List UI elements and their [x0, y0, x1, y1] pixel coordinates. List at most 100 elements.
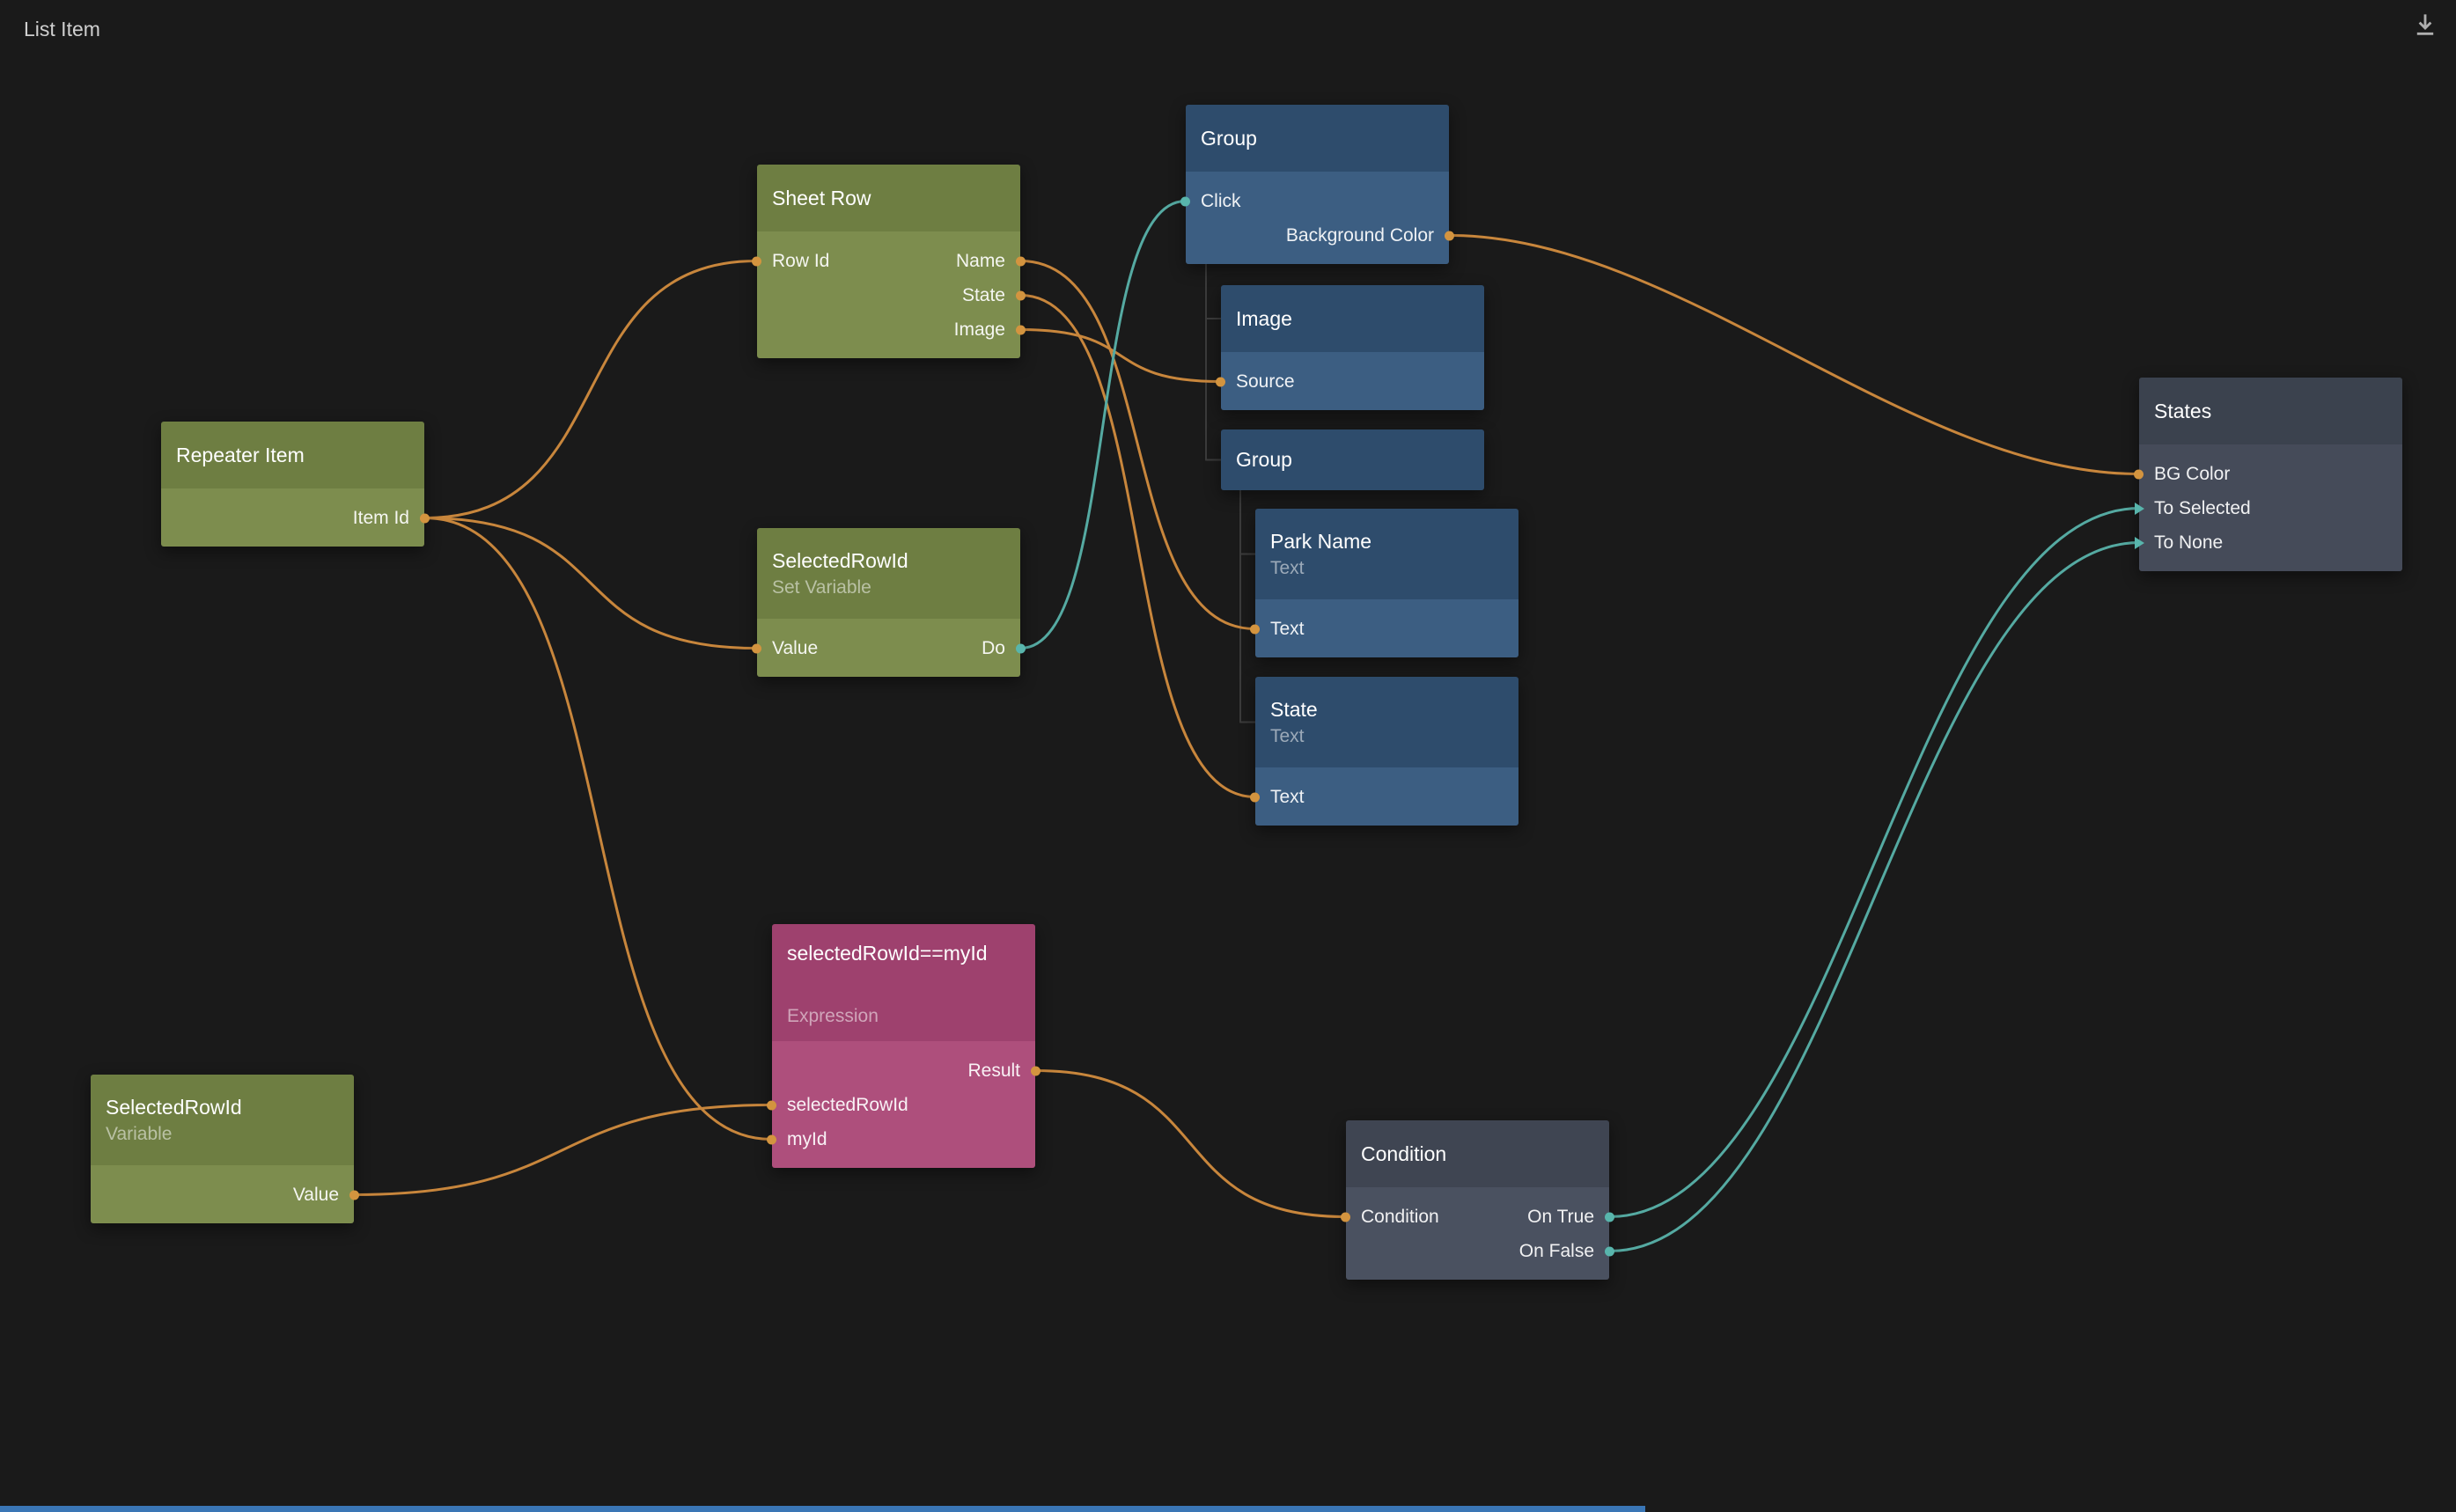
wire-data[interactable]: [423, 260, 758, 519]
port-label-on-false: On False: [1518, 1240, 1594, 1261]
port-dot-myid[interactable]: [767, 1134, 776, 1144]
wire-data[interactable]: [353, 1104, 773, 1196]
node-body: Condition On True On False: [1341, 1187, 1614, 1280]
port-dot-image[interactable]: [1016, 325, 1026, 334]
node-park-name[interactable]: Park Name Text Text: [1250, 509, 1518, 657]
port-label-click: Click: [1201, 190, 1241, 211]
port-dot-on-true[interactable]: [1605, 1212, 1614, 1222]
node-header: SelectedRowId Variable: [91, 1075, 354, 1165]
port-dot-state[interactable]: [1016, 290, 1026, 300]
port-row: Click: [1180, 184, 1449, 218]
node-header: Repeater Item: [161, 422, 424, 488]
port-row: myId: [767, 1122, 1035, 1156]
download-icon[interactable]: [2410, 9, 2440, 43]
port-label-image: Image: [953, 319, 1005, 340]
node-image[interactable]: Image Source: [1216, 285, 1484, 410]
node-condition[interactable]: Condition Condition On True On False: [1341, 1120, 1614, 1280]
port-dot-value[interactable]: [752, 643, 761, 653]
node-header: Condition: [1346, 1120, 1609, 1187]
node-variable[interactable]: SelectedRowId Variable Value: [91, 1075, 359, 1223]
node-group-nested[interactable]: Group: [1221, 429, 1484, 490]
port-label-to-none: To None: [2154, 532, 2224, 553]
port-dot-background-color[interactable]: [1445, 231, 1454, 240]
node-body: Value Do: [752, 619, 1026, 677]
node-sheet-row[interactable]: Sheet Row Row Id Name State Image: [752, 165, 1026, 358]
port-label-state: State: [961, 284, 1005, 305]
wire-data[interactable]: [1019, 260, 1256, 630]
port-dot-bg-color[interactable]: [2134, 469, 2143, 479]
port-label-selectedrowid: selectedRowId: [787, 1094, 908, 1115]
port-dot-selectedrowid[interactable]: [767, 1100, 776, 1110]
node-header: SelectedRowId Set Variable: [757, 528, 1020, 619]
port-dot-name[interactable]: [1016, 256, 1026, 266]
port-label-text: Text: [1270, 786, 1305, 807]
node-state[interactable]: State Text Text: [1250, 677, 1518, 826]
port-dot-click[interactable]: [1180, 196, 1190, 206]
port-dot-condition[interactable]: [1341, 1212, 1350, 1222]
port-arrow-to-selected[interactable]: [2135, 502, 2144, 515]
node-title: SelectedRowId: [106, 1095, 242, 1119]
node-title: Group: [1236, 448, 1292, 471]
wire-signal[interactable]: [1019, 200, 1187, 650]
node-group[interactable]: Group Click Background Color: [1180, 105, 1454, 264]
node-states[interactable]: States BG Color To Selected To None: [2134, 378, 2402, 571]
node-header: Group: [1221, 429, 1484, 490]
node-title: State: [1270, 697, 1318, 721]
node-header: States: [2139, 378, 2402, 444]
port-row: To Selected: [2135, 491, 2402, 525]
node-header: Park Name Text: [1255, 509, 1518, 599]
port-row: Background Color: [1186, 218, 1454, 253]
node-title: States: [2154, 399, 2212, 422]
port-label-condition: Condition: [1361, 1206, 1439, 1227]
node-title: Park Name: [1270, 529, 1372, 553]
node-title: SelectedRowId: [772, 548, 908, 572]
node-body: Click Background Color: [1180, 172, 1454, 264]
port-row: BG Color: [2134, 457, 2402, 491]
canvas-title: List Item: [24, 18, 100, 40]
node-title: Image: [1236, 306, 1292, 330]
port-arrow-to-none[interactable]: [2135, 536, 2144, 549]
node-subtitle: Expression: [787, 1006, 879, 1026]
node-expression[interactable]: selectedRowId==myId Expression Result se…: [767, 924, 1040, 1168]
wire-signal[interactable]: [1608, 507, 2141, 1218]
node-repeater-item[interactable]: Repeater Item Item Id: [161, 422, 430, 547]
port-dot-text[interactable]: [1250, 624, 1260, 634]
port-label-do: Do: [982, 637, 1005, 658]
wire-signal[interactable]: [1608, 541, 2141, 1252]
wire-data[interactable]: [423, 517, 758, 650]
port-label-source: Source: [1236, 371, 1295, 392]
port-dot-result[interactable]: [1031, 1066, 1040, 1075]
node-header: State Text: [1255, 677, 1518, 767]
port-row: Source: [1216, 364, 1484, 399]
port-dot-do[interactable]: [1016, 643, 1026, 653]
port-dot-row-id[interactable]: [752, 256, 761, 266]
node-body: BG Color To Selected To None: [2134, 444, 2402, 571]
port-label-name: Name: [955, 250, 1005, 271]
node-set-variable[interactable]: SelectedRowId Set Variable Value Do: [752, 528, 1026, 677]
wire-data[interactable]: [1019, 294, 1256, 798]
node-header: Group: [1186, 105, 1449, 172]
wire-data[interactable]: [1034, 1069, 1347, 1218]
port-label-on-true: On True: [1527, 1206, 1594, 1227]
wire-data[interactable]: [1019, 328, 1222, 383]
wire-data[interactable]: [1448, 234, 2140, 475]
port-label-background-color: Background Color: [1285, 224, 1434, 246]
node-subtitle: Text: [1270, 725, 1305, 746]
node-body: Text: [1250, 599, 1518, 657]
node-body: Item Id: [161, 488, 430, 547]
port-label-value: Value: [772, 637, 819, 658]
node-title: selectedRowId==myId: [787, 942, 988, 965]
node-title: Sheet Row: [772, 186, 871, 209]
port-dot-source[interactable]: [1216, 377, 1225, 386]
port-dot-on-false[interactable]: [1605, 1246, 1614, 1256]
port-dot-value[interactable]: [349, 1190, 359, 1200]
scrollbar-horizontal[interactable]: [0, 1506, 1645, 1512]
wire-data[interactable]: [423, 517, 773, 1141]
port-dot-text[interactable]: [1250, 792, 1260, 802]
port-dot-item-id[interactable]: [420, 513, 430, 523]
node-body: Text: [1250, 767, 1518, 826]
port-row: Text: [1250, 612, 1518, 646]
node-header: selectedRowId==myId Expression: [772, 924, 1035, 1041]
